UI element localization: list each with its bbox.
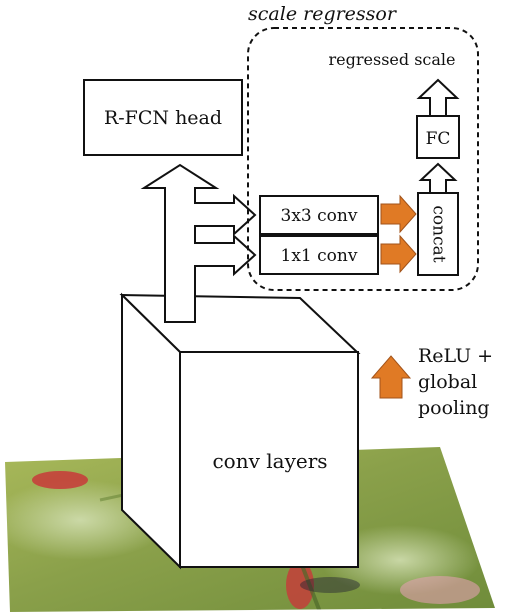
fc-label: FC xyxy=(426,129,451,149)
conv-layers-label: conv layers xyxy=(212,449,327,473)
concat-label: concat xyxy=(429,205,449,262)
fc-box xyxy=(416,115,460,159)
feature-branch-arrow xyxy=(140,163,257,323)
conv3x3-box xyxy=(259,195,379,235)
flower-blur-shape xyxy=(32,471,88,489)
rfcn-head-label: R-FCN head xyxy=(104,107,222,129)
conv-layers-block xyxy=(119,292,361,570)
fc-output-arrow xyxy=(416,78,460,117)
relu-pooling-arrow-top xyxy=(380,194,417,234)
orange-up-arrow-icon xyxy=(370,355,412,399)
conv1x1-box xyxy=(259,235,379,275)
relu-pooling-arrow-bottom xyxy=(380,234,417,274)
conv3x3-label: 3x3 conv xyxy=(281,206,358,226)
legend-line-3: pooling xyxy=(418,397,490,419)
rfcn-head-box xyxy=(83,79,243,156)
conv1x1-label: 1x1 conv xyxy=(281,246,358,266)
scale-regressor-title: scale regressor xyxy=(248,3,398,25)
concat-to-fc-arrow xyxy=(418,162,458,194)
regressed-scale-label: regressed scale xyxy=(329,50,456,69)
scale-regressor-region xyxy=(247,27,479,291)
legend-line-1: ReLU + xyxy=(418,345,493,367)
legend-line-2: global xyxy=(418,371,477,393)
